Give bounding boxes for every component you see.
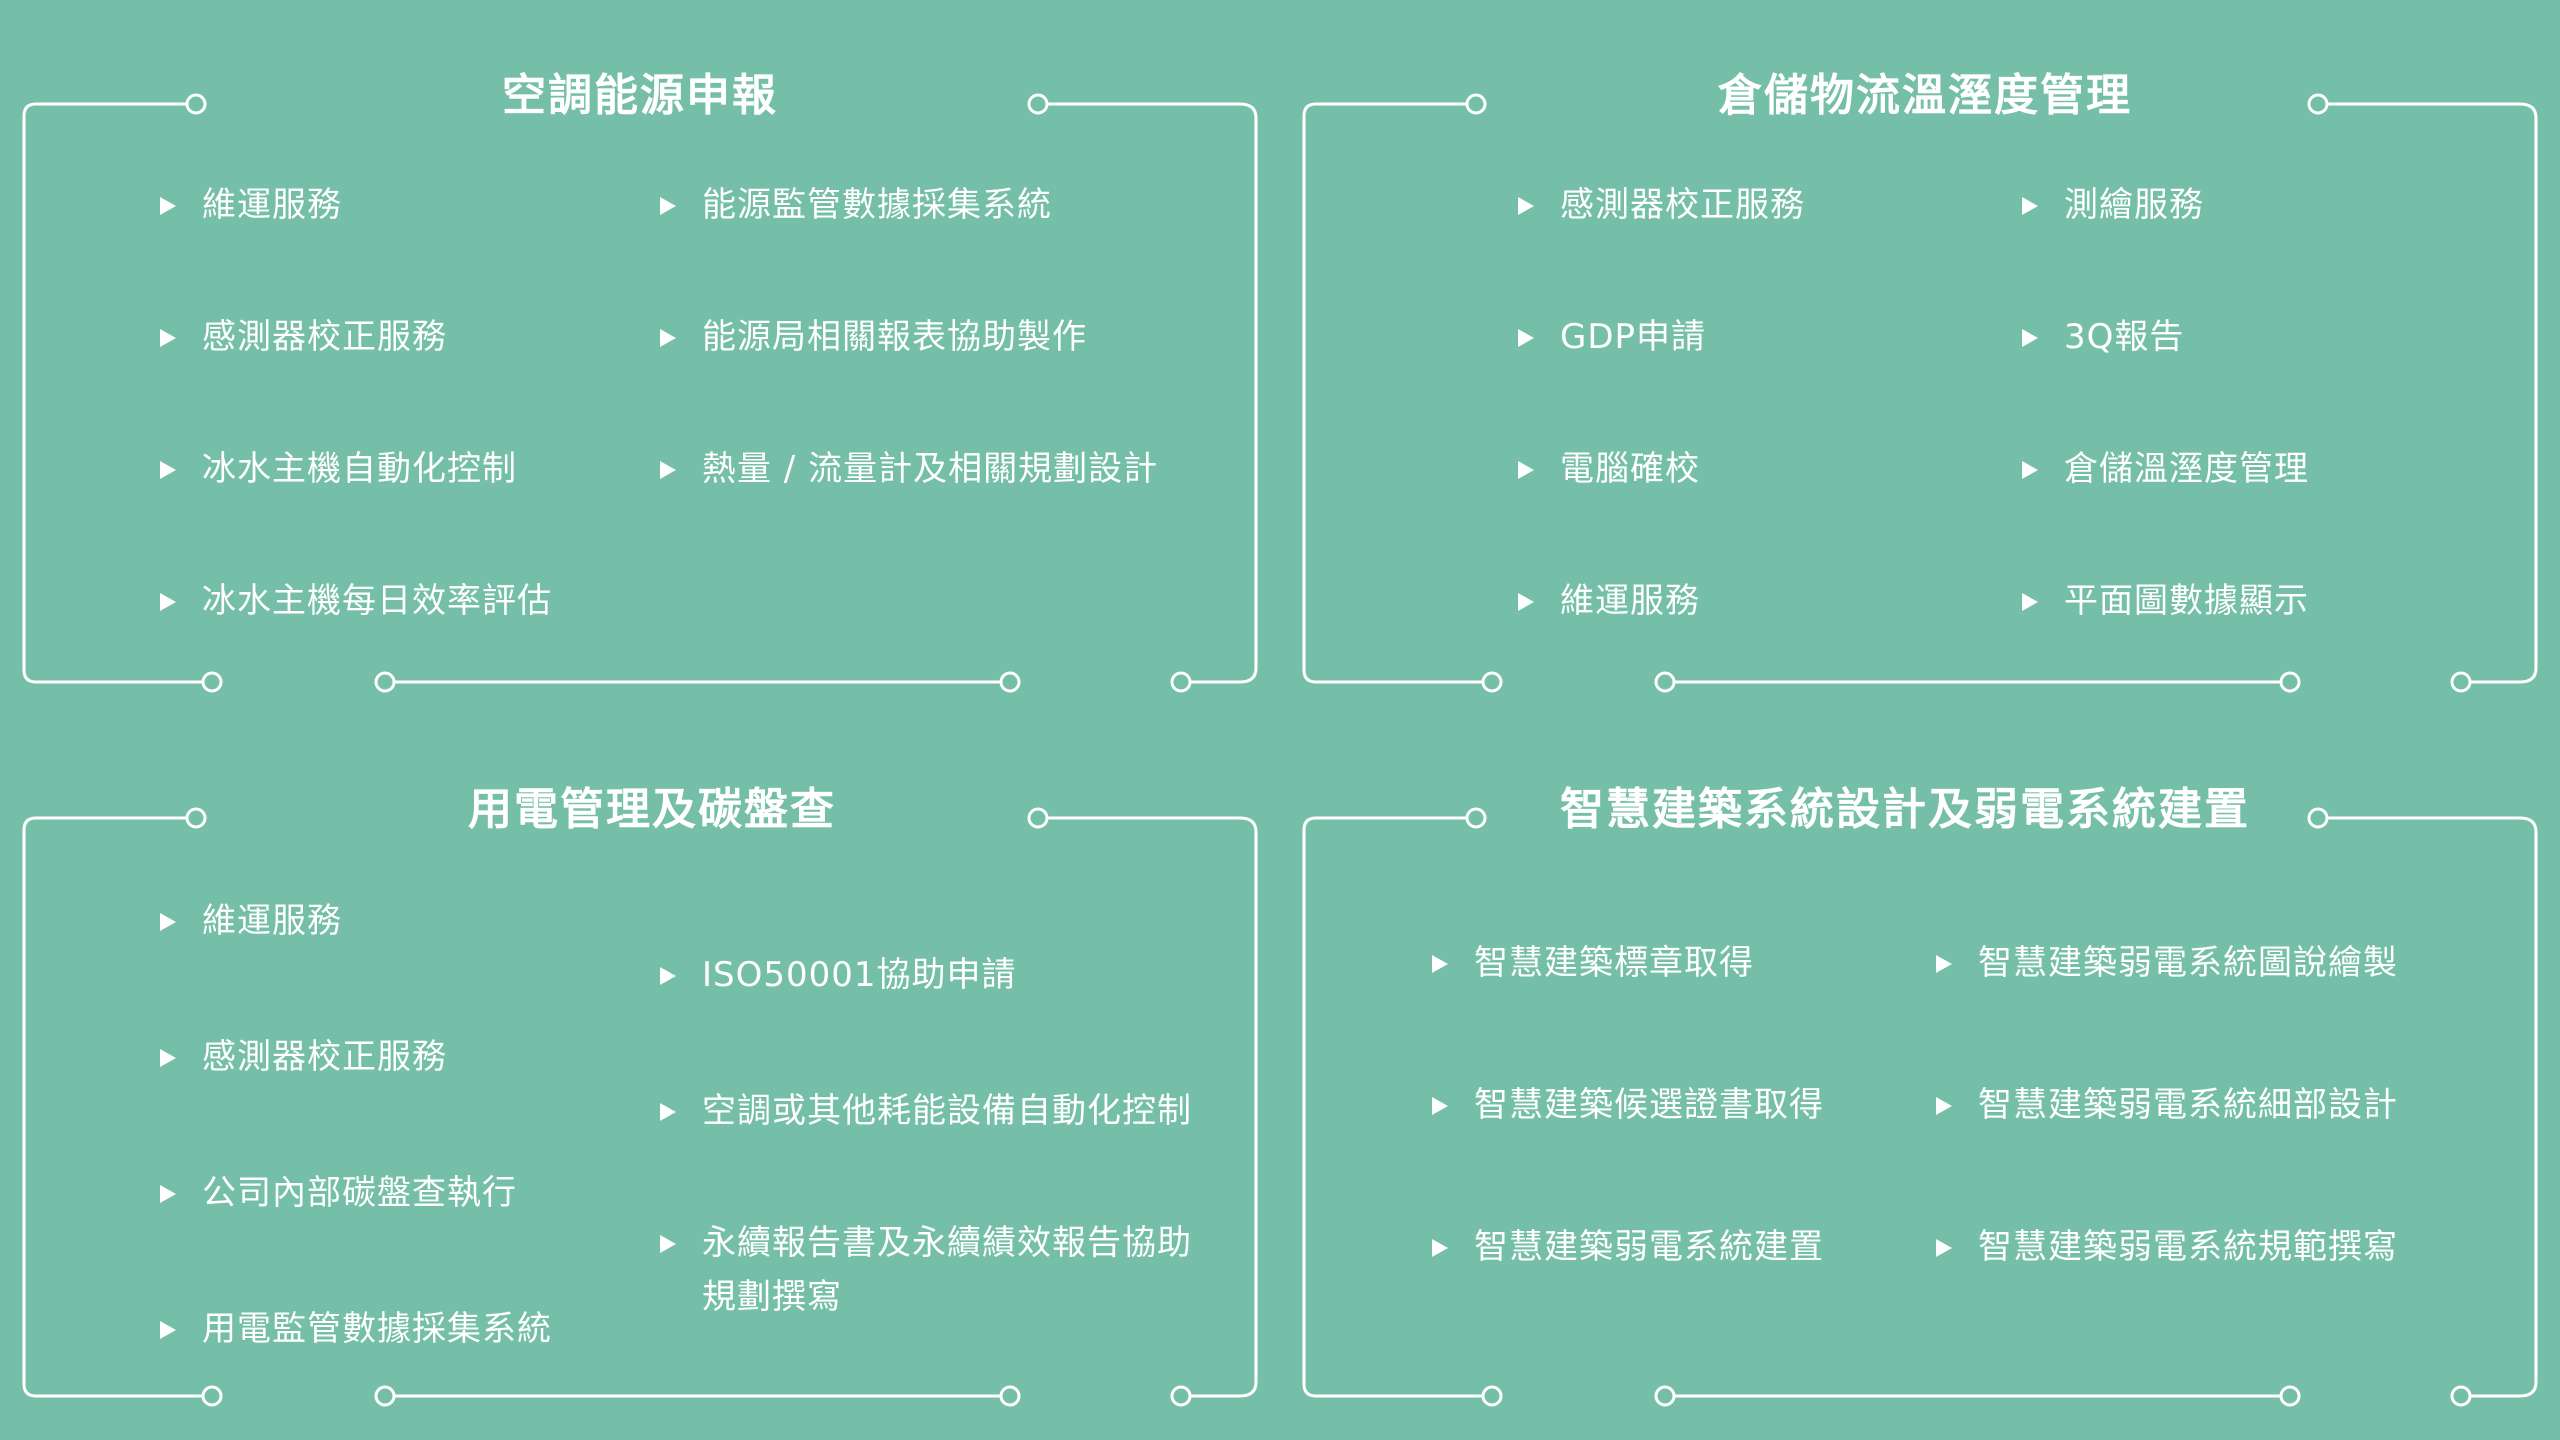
list-item: 能源監管數據採集系統 <box>660 178 1052 232</box>
triangle-bullet-icon <box>660 329 676 347</box>
list-item: 維運服務 <box>160 894 342 948</box>
triangle-bullet-icon <box>1936 1097 1952 1115</box>
list-item: 冰水主機每日效率評估 <box>160 574 552 628</box>
triangle-bullet-icon <box>1518 593 1534 611</box>
triangle-bullet-icon <box>1936 1239 1952 1257</box>
list-item: 智慧建築標章取得 <box>1432 936 1754 990</box>
triangle-bullet-icon <box>160 1049 176 1067</box>
triangle-bullet-icon <box>660 1103 676 1121</box>
list-item: ISO50001協助申請 <box>660 948 1017 1002</box>
triangle-bullet-icon <box>160 1321 176 1339</box>
triangle-bullet-icon <box>2022 593 2038 611</box>
list-item: 能源局相關報表協助製作 <box>660 310 1087 364</box>
frame-panel-2 <box>1302 93 2538 693</box>
triangle-bullet-icon <box>2022 197 2038 215</box>
triangle-bullet-icon <box>660 1235 676 1253</box>
triangle-bullet-icon <box>160 1185 176 1203</box>
triangle-bullet-icon <box>1432 955 1448 973</box>
triangle-bullet-icon <box>160 197 176 215</box>
list-item: GDP申請 <box>1518 310 1706 364</box>
triangle-bullet-icon <box>1432 1097 1448 1115</box>
list-item: 感測器校正服務 <box>160 1030 447 1084</box>
triangle-bullet-icon <box>660 967 676 985</box>
list-item: 維運服務 <box>160 178 342 232</box>
triangle-bullet-icon <box>660 197 676 215</box>
list-item: 智慧建築弱電系統建置 <box>1432 1220 1824 1274</box>
list-item: 空調或其他耗能設備自動化控制 <box>660 1084 1192 1138</box>
list-item: 平面圖數據顯示 <box>2022 574 2309 628</box>
list-item: 永續報告書及永續績效報告協助規劃撰寫 <box>660 1216 1222 1324</box>
triangle-bullet-icon <box>2022 329 2038 347</box>
panel-title-hvac-energy: 空調能源申報 <box>502 70 778 121</box>
triangle-bullet-icon <box>1518 329 1534 347</box>
triangle-bullet-icon <box>160 461 176 479</box>
list-item: 測繪服務 <box>2022 178 2204 232</box>
list-item: 冰水主機自動化控制 <box>160 442 517 496</box>
panel-title-smart-building: 智慧建築系統設計及弱電系統建置 <box>1560 784 2250 835</box>
list-item: 熱量 / 流量計及相關規劃設計 <box>660 442 1158 496</box>
list-item: 感測器校正服務 <box>1518 178 1805 232</box>
list-item: 3Q報告 <box>2022 310 2184 364</box>
panel-title-power-carbon: 用電管理及碳盤查 <box>468 784 836 835</box>
list-item: 公司內部碳盤查執行 <box>160 1166 517 1220</box>
list-item: 智慧建築候選證書取得 <box>1432 1078 1824 1132</box>
triangle-bullet-icon <box>160 913 176 931</box>
list-item: 智慧建築弱電系統圖說繪製 <box>1936 936 2398 990</box>
frame-panel-3 <box>22 807 1258 1407</box>
frame-panel-4 <box>1302 807 2538 1407</box>
list-item: 維運服務 <box>1518 574 1700 628</box>
triangle-bullet-icon <box>160 593 176 611</box>
list-item: 智慧建築弱電系統規範撰寫 <box>1936 1220 2398 1274</box>
list-item: 感測器校正服務 <box>160 310 447 364</box>
panel-title-warehouse-humidity: 倉儲物流溫溼度管理 <box>1718 70 2132 121</box>
frame-panel-1 <box>22 93 1258 693</box>
triangle-bullet-icon <box>2022 461 2038 479</box>
list-item: 電腦確校 <box>1518 442 1700 496</box>
triangle-bullet-icon <box>160 329 176 347</box>
triangle-bullet-icon <box>660 461 676 479</box>
triangle-bullet-icon <box>1432 1239 1448 1257</box>
list-item: 倉儲溫溼度管理 <box>2022 442 2309 496</box>
triangle-bullet-icon <box>1936 955 1952 973</box>
triangle-bullet-icon <box>1518 197 1534 215</box>
triangle-bullet-icon <box>1518 461 1534 479</box>
list-item: 用電監管數據採集系統 <box>160 1302 552 1356</box>
list-item: 智慧建築弱電系統細部設計 <box>1936 1078 2398 1132</box>
